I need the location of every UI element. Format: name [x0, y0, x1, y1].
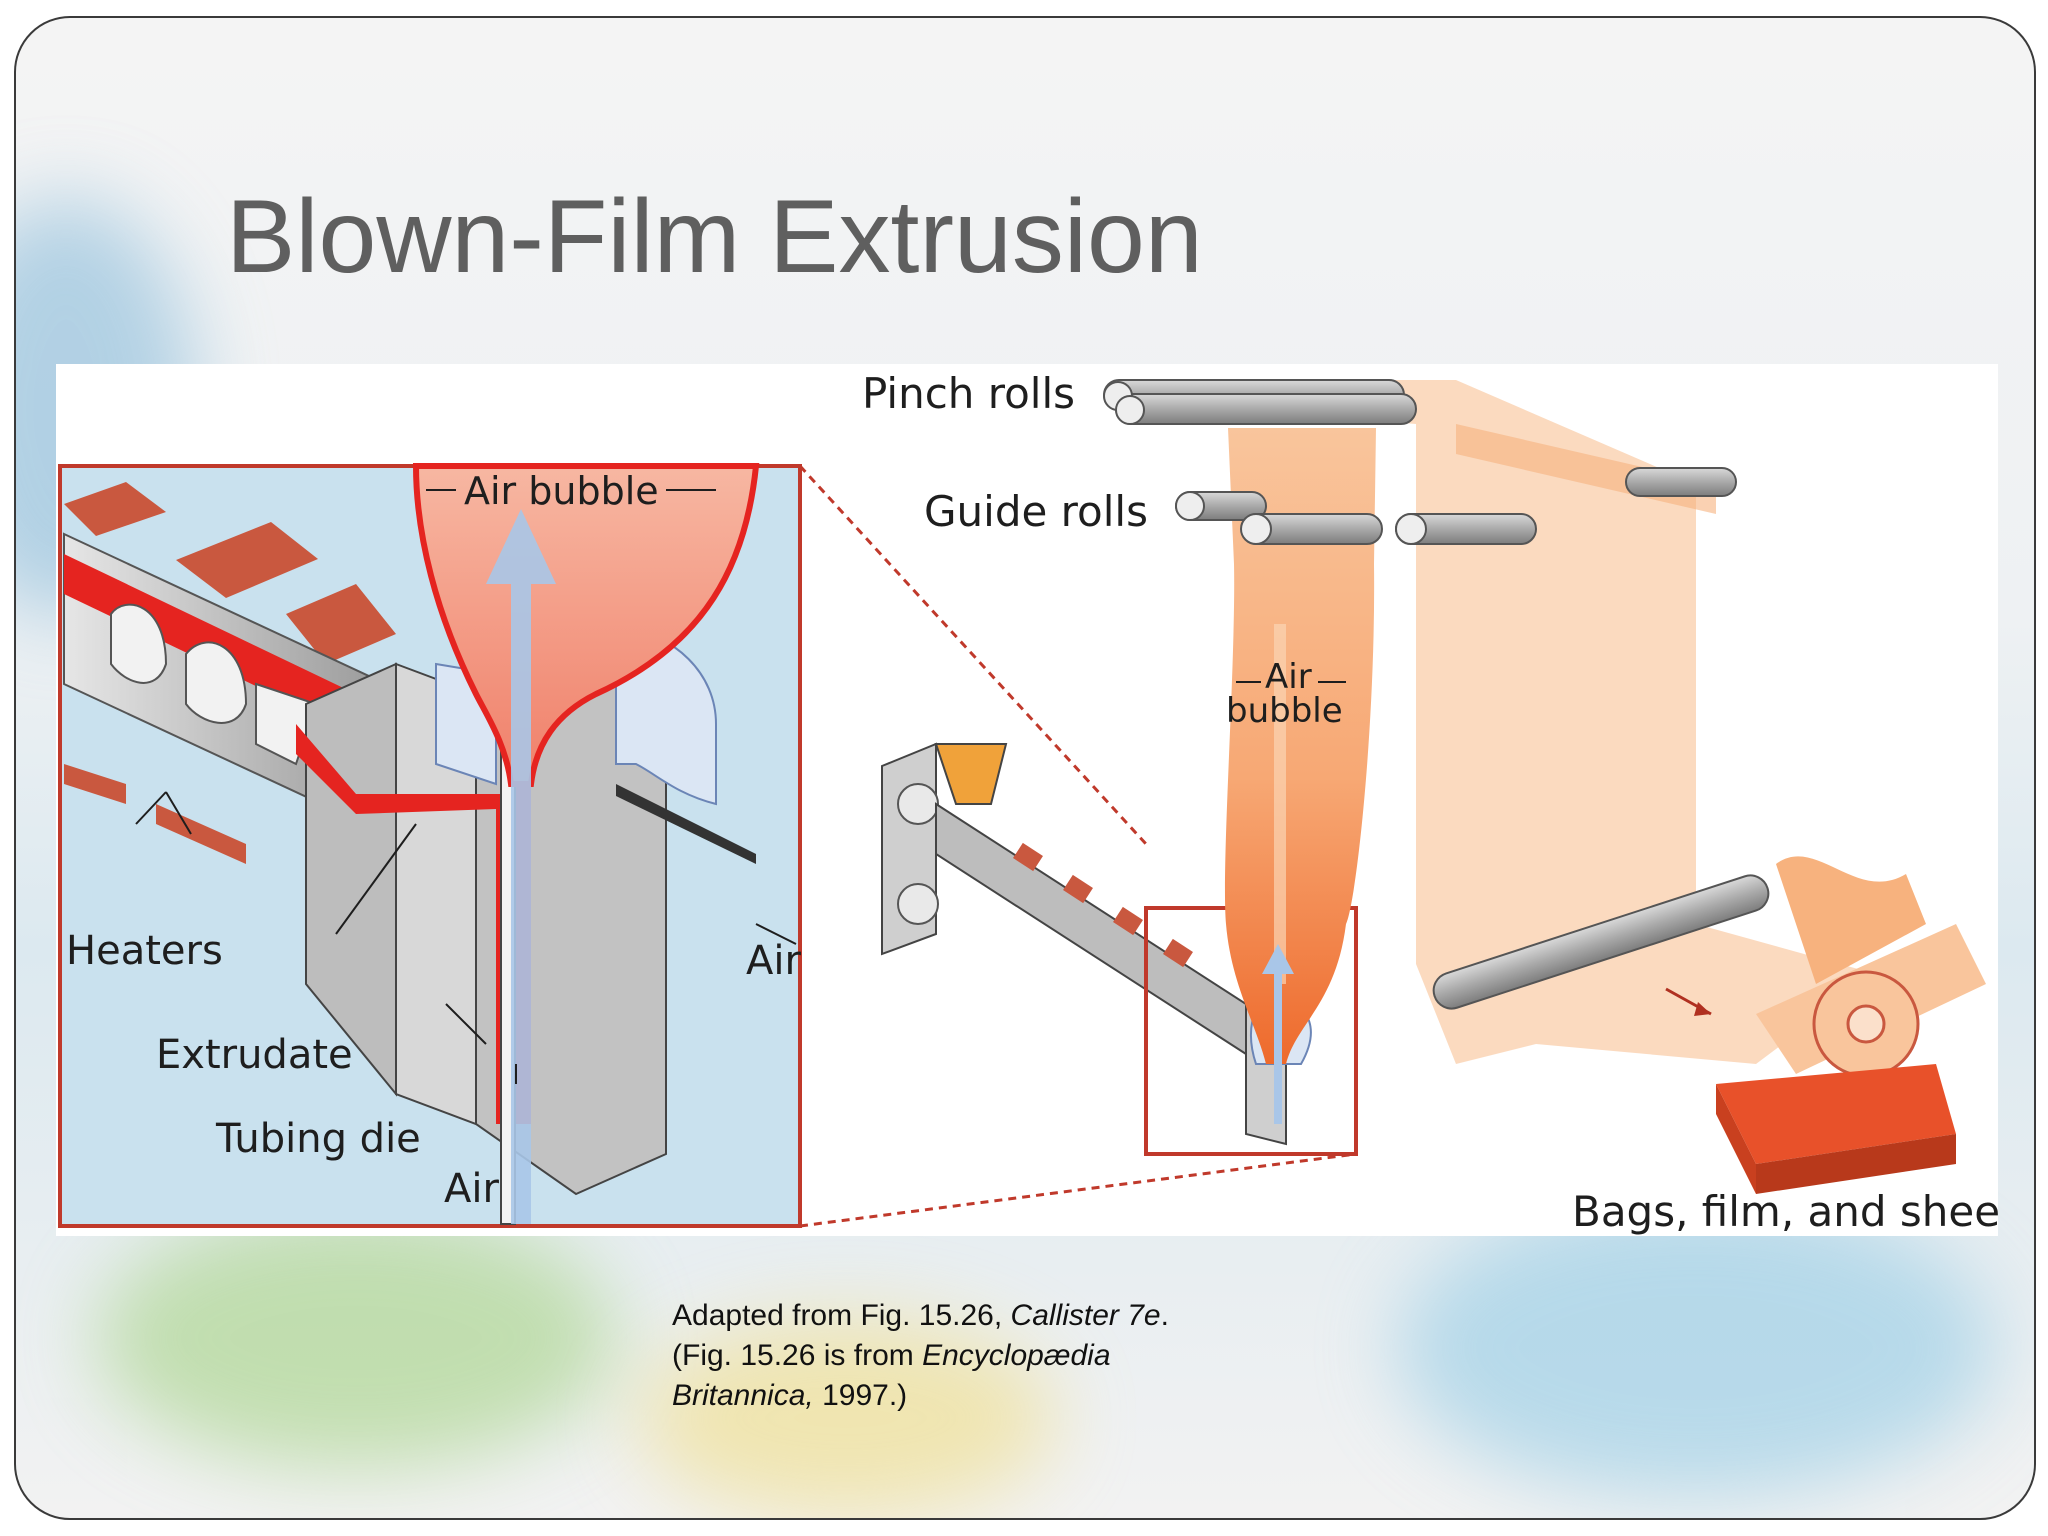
label-air-side: Air: [746, 938, 801, 984]
label-air-bubble-main-2: bubble: [1226, 691, 1343, 731]
caption-line-1-prefix: Adapted from Fig. 15.26,: [672, 1299, 1011, 1332]
diagram-svg: Air bubble Heaters Extrudate Tubing die …: [58, 369, 1998, 1236]
label-tubing-die: Tubing die: [215, 1116, 421, 1162]
label-air-bottom: Air: [444, 1166, 499, 1212]
connector-bottom: [799, 1152, 1357, 1228]
label-pinch-rolls: Pinch rolls: [862, 369, 1075, 418]
guide-rolls: [1175, 467, 1737, 545]
flat-film: [1226, 380, 1876, 1064]
bottom-roll: [1432, 874, 1770, 1010]
caption-line-1: Adapted from Fig. 15.26, Callister 7e.: [672, 1296, 1169, 1336]
background-blob-cyan: [1396, 1198, 1996, 1498]
caption-line-2-prefix: (Fig. 15.26 is from: [672, 1339, 923, 1372]
caption-line-3: Britannica, 1997.): [672, 1376, 1169, 1416]
connector-top: [798, 464, 1148, 846]
label-products: Bags, film, and sheet: [1572, 1187, 1998, 1236]
label-extrudate: Extrudate: [156, 1032, 353, 1078]
background-blob-yellow: [636, 1318, 1056, 1518]
caption-line-1-suffix: .: [1160, 1299, 1169, 1332]
figure-caption: Adapted from Fig. 15.26, Callister 7e. (…: [672, 1296, 1169, 1416]
caption-line-3-suffix: 1997.): [813, 1379, 908, 1412]
caption-line-2: (Fig. 15.26 is from Encyclopædia: [672, 1336, 1169, 1376]
product-roll: [1665, 856, 1986, 1194]
label-air-bubble-main-1: Air: [1265, 657, 1312, 697]
slide-title: Blown-Film Extrusion: [226, 179, 1203, 295]
background-blob-green: [96, 1208, 616, 1468]
slide: Blown-Film Extrusion: [14, 16, 2036, 1520]
label-guide-rolls: Guide rolls: [924, 487, 1148, 536]
label-air-bubble-inset: Air bubble: [464, 469, 659, 513]
film-bubble: [1224, 428, 1376, 1064]
inset-panel: Air bubble Heaters Extrudate Tubing die …: [58, 463, 802, 1228]
caption-source-title-2: Britannica,: [672, 1379, 814, 1412]
caption-book-title: Callister 7e: [1010, 1299, 1161, 1332]
caption-source-title: Encyclopædia: [922, 1339, 1111, 1372]
label-heaters: Heaters: [66, 928, 223, 974]
pinch-rolls: [1103, 379, 1417, 425]
blown-film-diagram: Air bubble Heaters Extrudate Tubing die …: [56, 364, 1998, 1236]
